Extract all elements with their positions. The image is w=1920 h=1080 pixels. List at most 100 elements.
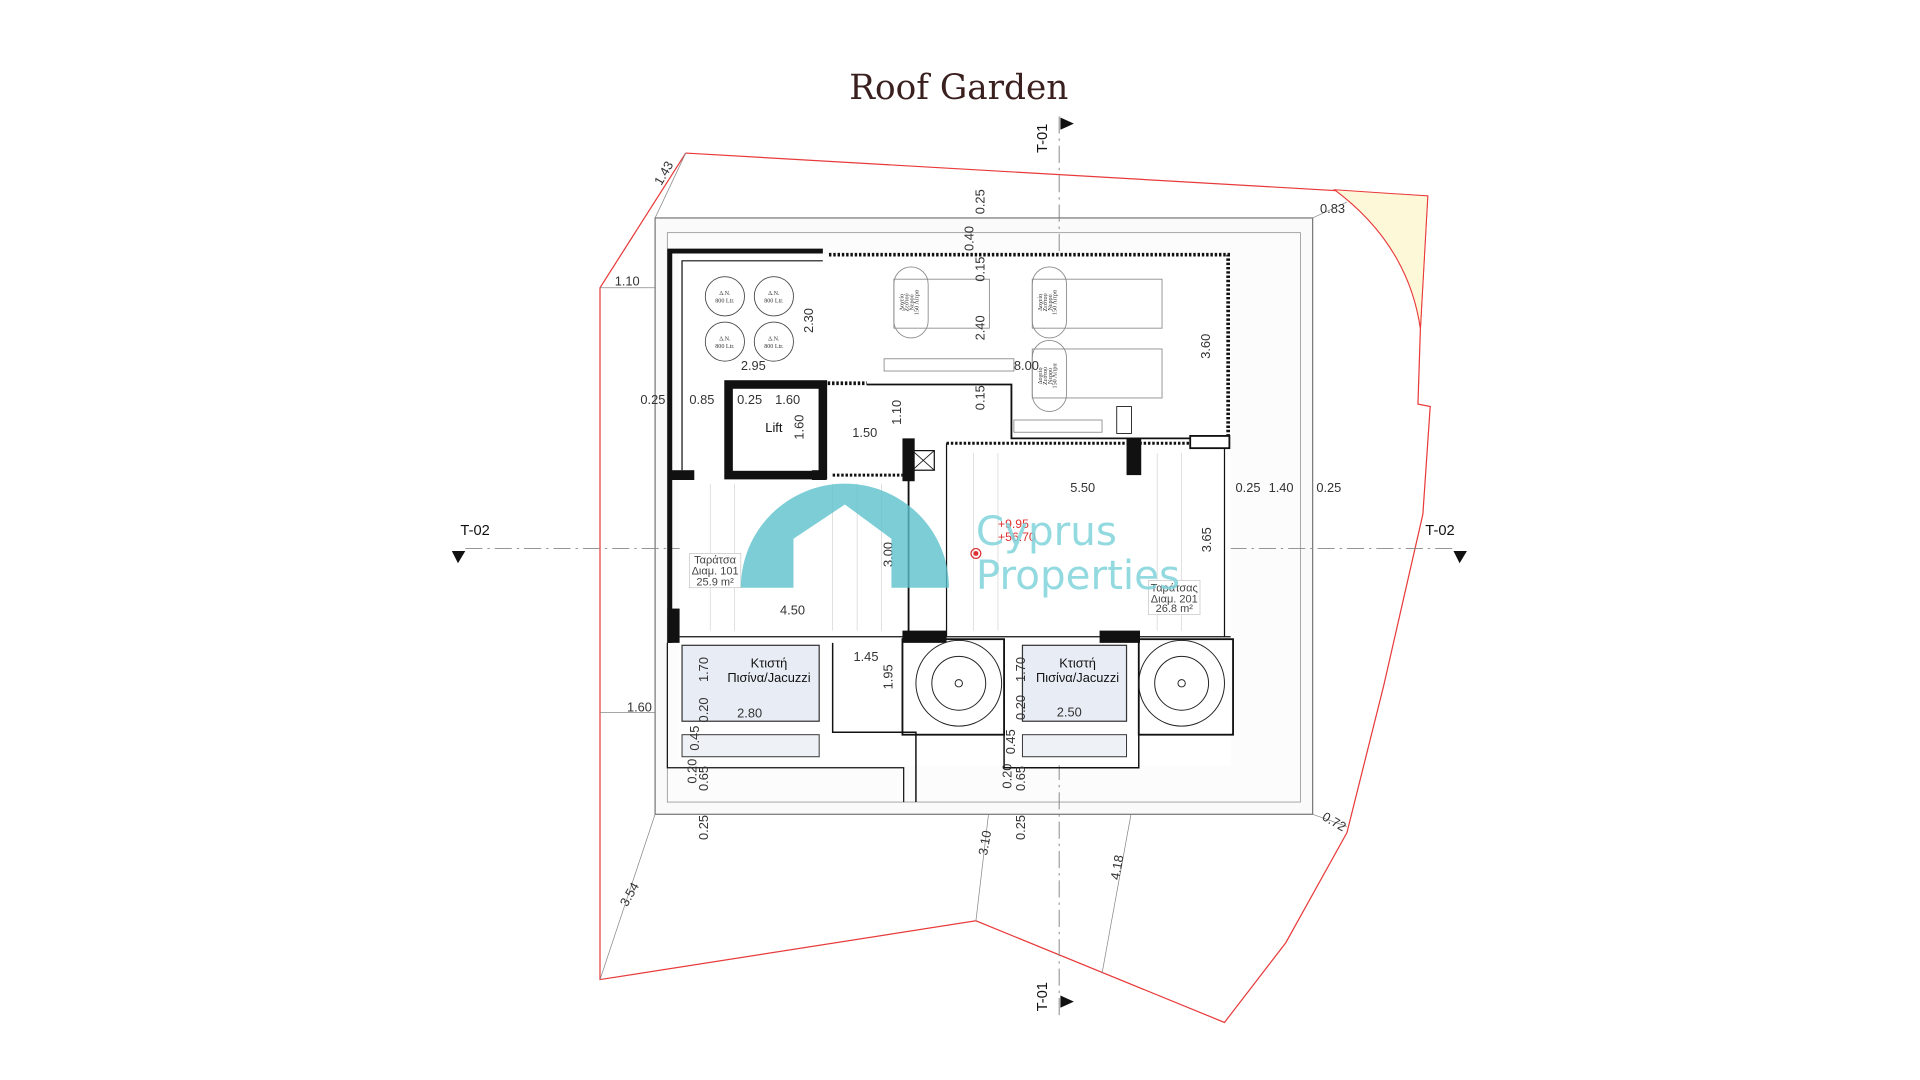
- dimension-label: 1.60: [627, 699, 652, 714]
- tank-capacity: 800 Ltr.: [715, 298, 735, 304]
- pool-101-label-1: Κτιστή: [751, 655, 788, 670]
- terrace-101-area: 25.9 m²: [696, 576, 734, 588]
- terrace-201-area: 26.8 m²: [1156, 603, 1194, 615]
- watermark-text-1: Cyprus: [976, 507, 1117, 555]
- dimension-label: 4.50: [780, 603, 805, 618]
- dimension-label: 0.20: [1013, 695, 1028, 720]
- pool-201-label-1: Κτιστή: [1059, 655, 1096, 670]
- solar-tank-label: Νερού: [1048, 294, 1054, 310]
- solar-tank-label: Ζεστού: [905, 293, 911, 311]
- spiral-stair-icon: [915, 639, 1225, 727]
- lift-label: Lift: [765, 420, 783, 435]
- solar-tank-label: Δοχείο: [900, 294, 906, 311]
- dimension-label: 0.25: [640, 392, 665, 407]
- water-tank: Δ.Ν.800 Ltr.: [753, 276, 794, 317]
- setback-wedge: [1333, 189, 1429, 329]
- watermark-text-2: Properties: [976, 551, 1180, 599]
- water-tanks: Δ.Ν.800 Ltr.Δ.Ν.800 Ltr.Δ.Ν.800 Ltr.Δ.Ν.…: [704, 276, 794, 362]
- dimension-label: 0.25: [1236, 480, 1261, 495]
- terrace-201-unit: Διαμ. 201: [1151, 593, 1198, 605]
- dimension-label: 1.70: [1013, 657, 1028, 682]
- solar-tank-label: Ζεστού: [1043, 293, 1049, 311]
- elevation-level: +9.95: [998, 517, 1029, 531]
- solar-tank-label: 150 Λίτρα: [1053, 363, 1059, 389]
- terrace-101-box: [689, 553, 742, 589]
- wall-blocks: [667, 438, 1142, 643]
- pool-step-201: [1021, 734, 1128, 758]
- water-tank: Δ.Ν. 800 Ltr.: [704, 321, 745, 362]
- dimension-label: 8.00: [1014, 358, 1039, 373]
- pool-101: [681, 644, 820, 722]
- pool-201-label-2: Πισίνα/Jacuzzi: [1036, 670, 1119, 685]
- dimension-label: 0.83: [1320, 201, 1345, 216]
- tank-capacity: 800 Ltr.: [764, 344, 784, 350]
- section-t02-right: T-02: [1425, 523, 1454, 539]
- dimension-label: 1.50: [852, 425, 877, 440]
- dimension-label: 0.15: [972, 385, 987, 410]
- tank-label: Δ.Ν.: [719, 291, 731, 297]
- terrace-101-label: Ταράτσα: [694, 554, 737, 566]
- solar-tank-label: Δοχείο: [1038, 367, 1044, 384]
- dimension-label: 0.20: [999, 764, 1014, 789]
- dimension-label: 0.20: [685, 759, 700, 784]
- dimension-label: 1.95: [881, 664, 896, 689]
- pool-step-101: [681, 734, 820, 758]
- dimension-label: 3.10: [975, 829, 994, 856]
- plan-title: Roof Garden: [849, 68, 1068, 108]
- section-arrow-icon: [1060, 117, 1074, 130]
- dimension-label: 0.65: [696, 766, 711, 791]
- terrace-201-box: [1148, 580, 1201, 615]
- watermark-logo: [740, 483, 949, 588]
- dimension-label: 2.95: [741, 358, 766, 373]
- solar-tank-label: Ζεστού: [1043, 367, 1049, 385]
- dimension-label: 3.65: [1199, 527, 1214, 552]
- dimension-label: 0.40: [961, 226, 976, 251]
- dimension-label: 0.25: [1316, 480, 1341, 495]
- tank-label: Δ.Ν.: [768, 291, 780, 297]
- section-t01-bottom: T-01: [1035, 982, 1051, 1011]
- section-t02-left: T-02: [460, 523, 489, 539]
- dimension-label: 3.54: [617, 880, 642, 909]
- tank-capacity: 800 Ltr.: [764, 298, 784, 304]
- section-arrow-icon: [1060, 995, 1074, 1008]
- pool-101-label-2: Πισίνα/Jacuzzi: [727, 670, 810, 685]
- dimension-label: 2.80: [737, 706, 762, 721]
- dimension-label: 0.25: [1013, 815, 1028, 840]
- elevation-absolute: +56.70: [998, 530, 1036, 544]
- elevation-marker-icon: [970, 547, 982, 559]
- dimension-label: 1.10: [615, 273, 640, 288]
- dimension-label: 0.25: [737, 392, 762, 407]
- dimension-label: 1.40: [1269, 480, 1294, 495]
- dimension-label: 1.60: [791, 415, 806, 440]
- water-tank: Δ.Ν.800 Ltr.: [753, 321, 794, 362]
- solar-tank-label: 150 Λίτρα: [914, 289, 920, 315]
- pool-201: [1021, 644, 1128, 722]
- tank-label: Δ.Ν.: [719, 336, 731, 342]
- solar-tank-label: Νερού: [909, 294, 915, 310]
- dimension-label: 0.45: [1003, 729, 1018, 754]
- dimension-label: 2.50: [1057, 704, 1082, 719]
- dimension-label: 4.18: [1107, 854, 1126, 881]
- dimension-label: 0.72: [1320, 809, 1349, 834]
- section-arrow-icon: [451, 551, 466, 564]
- dimension-label: 3.60: [1198, 334, 1213, 359]
- dimension-label: 1.70: [696, 657, 711, 682]
- section-t01-top: T-01: [1035, 124, 1051, 153]
- terrace-101-unit: Διαμ. 101: [692, 565, 739, 577]
- dimension-label: 1.10: [889, 400, 904, 425]
- terrace-201-label: Ταράτσας: [1151, 582, 1198, 594]
- dimension-label: 0.85: [689, 392, 714, 407]
- solar-tank-label: Νερού: [1048, 368, 1054, 384]
- dimension-label: 2.40: [972, 315, 987, 340]
- tank-capacity: 800 Ltr.: [715, 344, 735, 350]
- dimension-label: 0.25: [696, 815, 711, 840]
- solar-tank-label: Δοχείο: [1038, 294, 1044, 311]
- dimension-label: 2.30: [801, 308, 816, 333]
- solar-panels: [883, 266, 1163, 433]
- dimension-label: 0.45: [687, 726, 702, 751]
- dimension-label: 0.65: [1013, 766, 1028, 791]
- solar-tank-label: 150 Λίτρα: [1053, 289, 1059, 315]
- dimension-label: 1.60: [775, 392, 800, 407]
- dimension-label: 0.20: [696, 697, 711, 722]
